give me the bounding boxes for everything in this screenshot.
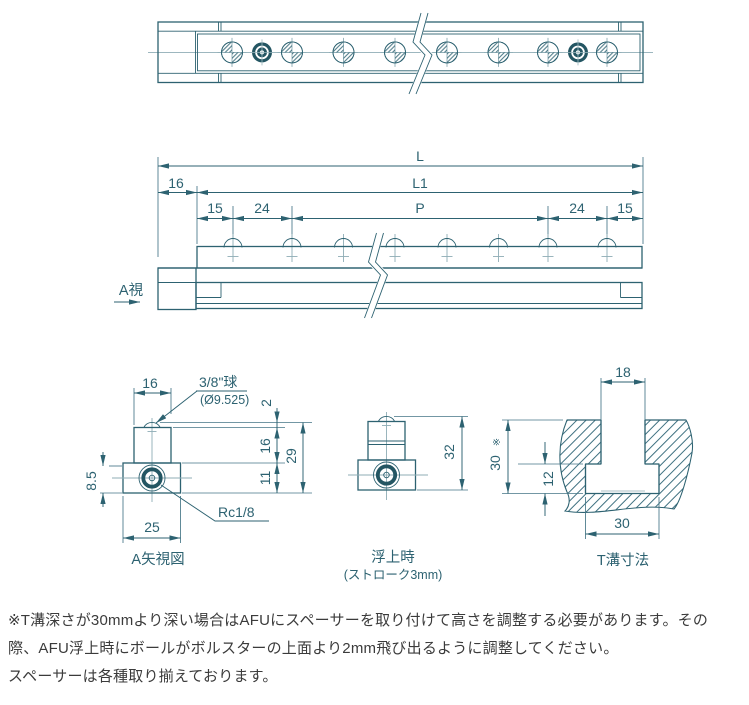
dim-width-bottom: 25: [144, 519, 160, 535]
dim-L1: L1: [412, 175, 428, 191]
machined-edges: [567, 419, 686, 495]
dim-24-left: 24: [254, 200, 270, 216]
dim-detail-width-top: 16: [142, 375, 158, 391]
dim-depth-note-mark: ※: [492, 438, 503, 446]
dim-15-right: 15: [617, 200, 633, 216]
dim-slot-width-18: 18: [615, 364, 631, 380]
view-a-arrow: A視: [114, 282, 144, 305]
dim-cavity-width-30: 30: [614, 515, 630, 531]
rail-lower-body: [195, 281, 643, 310]
ball-size-label: 3/8"球: [199, 374, 237, 390]
dim-15-left: 15: [207, 200, 223, 216]
dim-total-height-29: 29: [283, 448, 299, 464]
note-line-2: 際、AFU浮上時にボールがボルスターの上面より2mm飛び出るように調整してくださ…: [8, 640, 619, 657]
float-state-view: 32 浮上時 (ストローク3mm): [344, 412, 468, 582]
break-line-top-view: [408, 11, 434, 96]
break-line-side-view: [364, 231, 389, 320]
detail-a-view: 16 3/8"球 (Ø9.525) 2 16 11 29 8.5 Rc1/: [83, 374, 312, 568]
dim-cavity-height-12: 12: [540, 471, 556, 487]
float-caption: 浮上時: [371, 549, 415, 566]
dim-upper-height: 16: [257, 438, 273, 454]
dim-depth-30: 30: [487, 455, 503, 471]
step-notches: [196, 282, 642, 298]
ball-arc: [143, 422, 161, 428]
port-thread-label: Rc1/8: [218, 504, 255, 520]
side-view-balls: [223, 233, 617, 263]
dim-float-height-32: 32: [441, 444, 457, 460]
dim-lower-height: 11: [257, 471, 273, 486]
dim-port-height: 8.5: [83, 471, 99, 491]
rail-outline-top-view: [157, 21, 644, 84]
ball-dia-label: (Ø9.525): [200, 393, 249, 407]
ball-arc: [377, 416, 396, 422]
dim-P: P: [415, 200, 424, 216]
dim-L: L: [416, 148, 424, 164]
top-view: [148, 11, 653, 96]
length-dimensions: L 16 L1 15 24 P 24 15: [157, 148, 644, 257]
detail-a-caption: A矢視図: [131, 551, 184, 568]
upper-housing: [133, 426, 172, 464]
dim-ball-protrusion: 2: [258, 399, 274, 407]
dim-24-right: 24: [569, 200, 585, 216]
bolster-cross-section: [559, 419, 694, 513]
note-line-3: スペーサーは各種取り揃えております。: [8, 668, 278, 685]
note-line-1: ※T溝深さが30mmより深い場合はAFUにスペーサーを取り付けて高さを調整する必…: [8, 612, 709, 629]
rail-top-plate: [196, 245, 643, 269]
float-caption-sub: (ストローク3mm): [344, 568, 443, 582]
t-slot-section-view: 18 30 ※ 12 30 T溝寸法: [487, 364, 694, 569]
dim-16-endcap: 16: [168, 175, 184, 191]
view-a-label: A視: [119, 282, 144, 299]
port-leader: Rc1/8: [160, 484, 269, 522]
ball-leader: 3/8"球 (Ø9.525): [155, 374, 249, 424]
side-view: A視: [114, 231, 643, 320]
joint-ticks: [218, 22, 622, 83]
end-block: [157, 267, 197, 311]
t-slot-caption: T溝寸法: [597, 552, 649, 569]
